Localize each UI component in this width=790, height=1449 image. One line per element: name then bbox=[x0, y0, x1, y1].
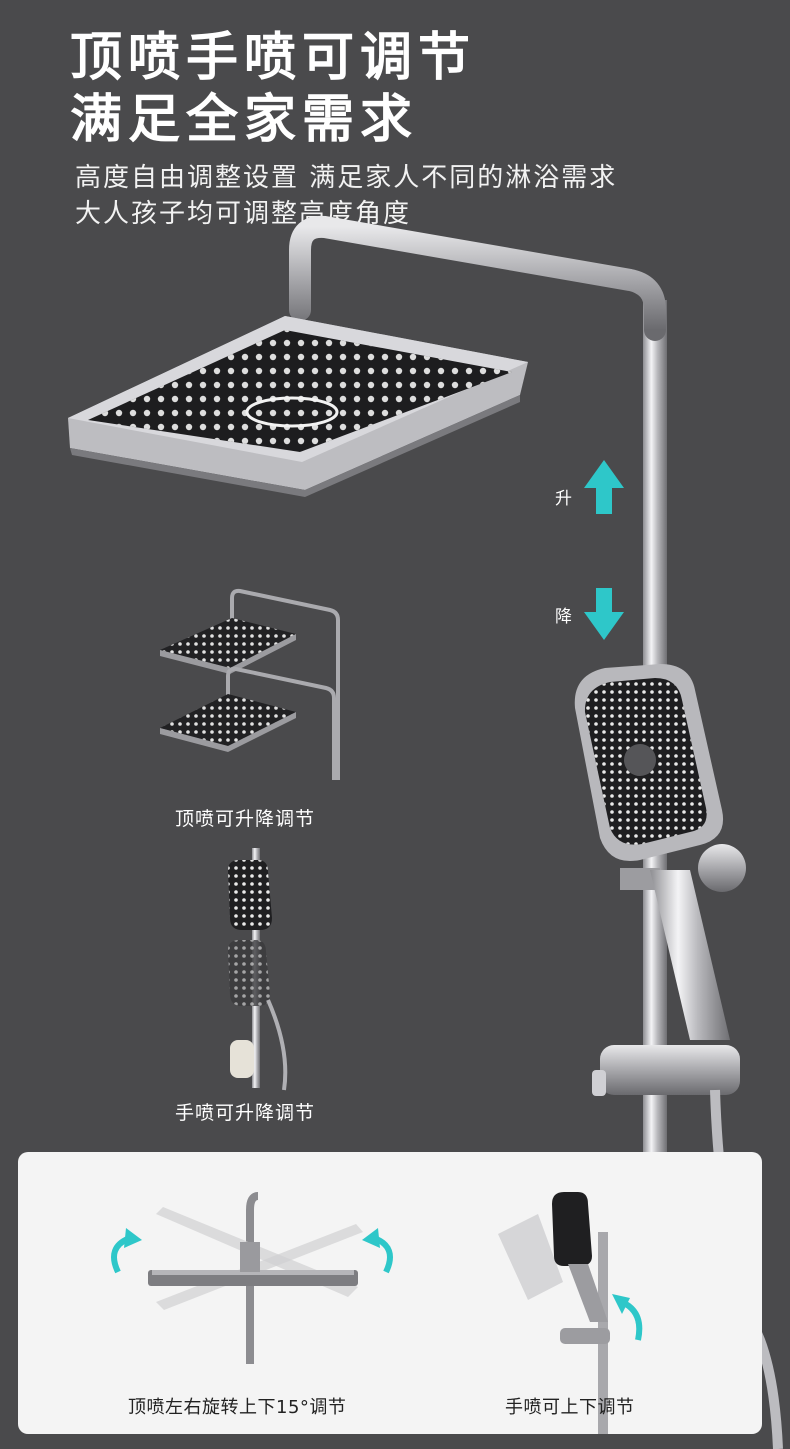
caption-hand-spray: 手喷可升降调节 bbox=[175, 1102, 316, 1124]
hand-shower bbox=[574, 664, 730, 1040]
top-spray-variants bbox=[160, 588, 340, 780]
rotate-left-icon bbox=[111, 1228, 142, 1274]
headline-line-2: 满足全家需求 bbox=[70, 90, 419, 150]
caption-top-rotate: 顶喷左右旋转上下15°调节 bbox=[128, 1397, 347, 1418]
caption-hand-tilt: 手喷可上下调节 bbox=[505, 1397, 635, 1418]
slide-bracket bbox=[600, 1045, 740, 1095]
holder-knob bbox=[698, 844, 746, 892]
shower-arm bbox=[289, 215, 666, 341]
up-label: 升 bbox=[555, 489, 572, 509]
rotate-right-icon bbox=[362, 1228, 393, 1274]
adjustment-panel bbox=[18, 1152, 762, 1434]
rain-shower-head bbox=[68, 316, 528, 497]
tilting-hand-spray bbox=[498, 1192, 610, 1434]
up-arrow-icon bbox=[584, 460, 624, 514]
headline-line-1: 顶喷手喷可调节 bbox=[70, 28, 477, 88]
tilt-arrow-icon bbox=[612, 1294, 643, 1341]
hand-spray-variants bbox=[228, 848, 288, 1091]
down-arrow-icon bbox=[584, 588, 624, 640]
panel-illustrations bbox=[111, 1192, 643, 1434]
down-label: 降 bbox=[555, 607, 572, 627]
rotating-top-spray bbox=[148, 1192, 363, 1364]
caption-top-spray: 顶喷可升降调节 bbox=[175, 808, 316, 830]
subtitle-line-1: 高度自由调整设置 满足家人不同的淋浴需求 bbox=[75, 163, 618, 193]
